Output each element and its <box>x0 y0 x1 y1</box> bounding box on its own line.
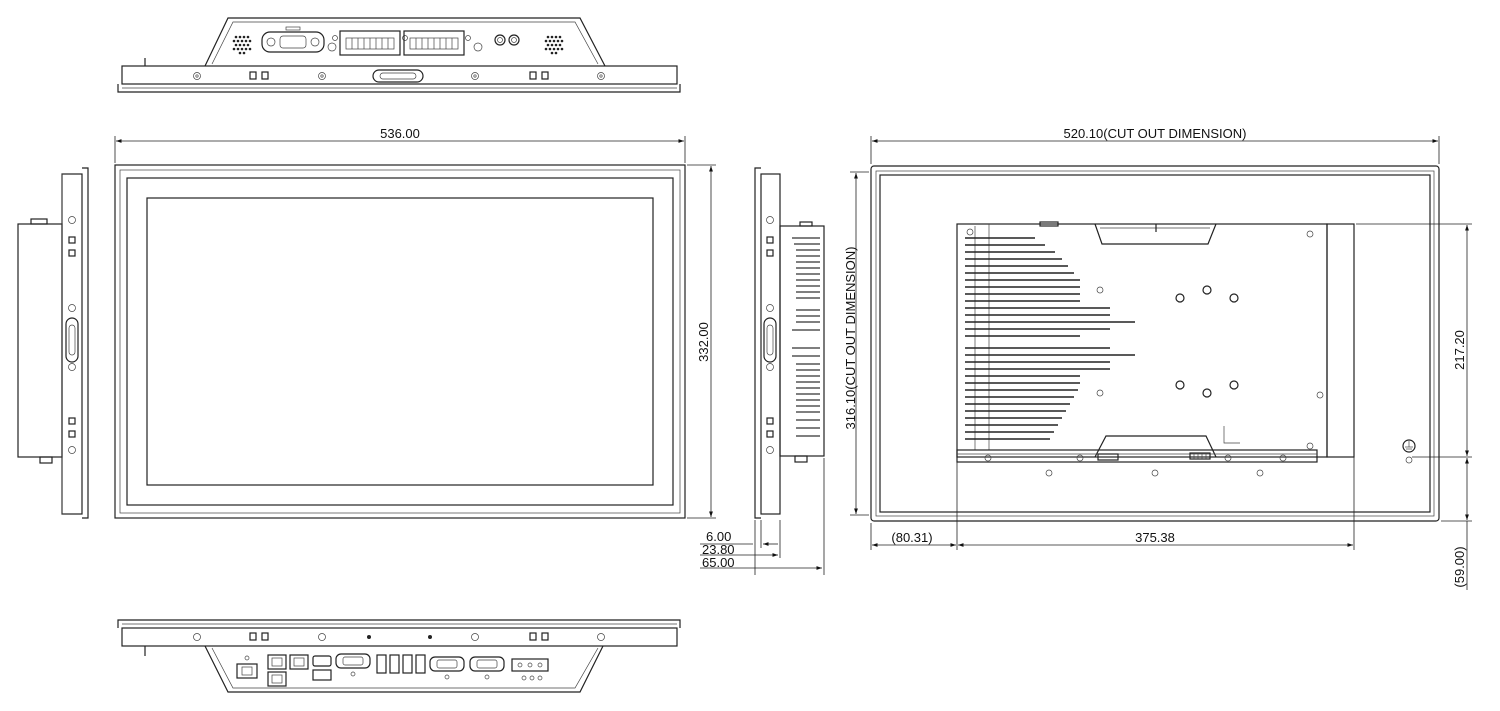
top-frame-screws <box>193 69 605 83</box>
bottom-com-port-1 <box>335 653 371 677</box>
bottom-view <box>117 619 681 693</box>
top-view <box>117 17 681 93</box>
dim-cutout-height-label: 316.10(CUT OUT DIMENSION) <box>843 246 858 429</box>
bottom-usb-ports <box>376 654 426 674</box>
left-side-screws <box>65 216 79 454</box>
dim-front-height-label: 332.00 <box>696 322 711 362</box>
bottom-com-port-2 <box>429 656 465 680</box>
rear-chassis <box>956 221 1355 463</box>
top-terminal-block-left <box>332 30 408 56</box>
dim-depth: 6.00 23.80 65.00 <box>700 458 825 575</box>
bottom-lan-ports <box>267 654 309 687</box>
dim-front-width: 536.00 <box>114 126 686 163</box>
bottom-dc-power-port <box>236 655 258 679</box>
right-side-view <box>754 167 825 519</box>
rear-panel <box>879 174 1431 513</box>
dim-depth-total-label: 65.00 <box>702 555 735 570</box>
dim-cutout-height: 316.10(CUT OUT DIMENSION) <box>843 171 869 516</box>
dim-cutout-width-label: 520.10(CUT OUT DIMENSION) <box>1063 126 1246 141</box>
bottom-io-bracket <box>204 645 604 693</box>
rear-heatsink-fins <box>965 237 1135 440</box>
bottom-com-port-3 <box>469 656 505 680</box>
top-vent-left <box>232 35 252 55</box>
rear-vesa-holes <box>1175 285 1239 398</box>
bottom-frame <box>121 627 678 647</box>
top-frame <box>121 65 678 85</box>
dim-front-width-label: 536.00 <box>380 126 420 141</box>
front-bezel <box>114 164 686 519</box>
front-view <box>114 164 686 519</box>
top-io-bracket <box>204 17 606 67</box>
dim-vesa-offset-x-label: (80.31) <box>891 530 932 545</box>
dim-vesa-offset-y-label: (59.00) <box>1452 546 1467 587</box>
dim-depth-bezel-label: 6.00 <box>706 529 731 544</box>
dim-vesa-span-x-label: 375.38 <box>1135 530 1175 545</box>
left-side-view <box>17 167 89 519</box>
top-power-switch <box>494 34 520 46</box>
top-db9-connector <box>261 26 325 53</box>
front-active-area <box>146 197 654 486</box>
bottom-terminal-port <box>511 658 549 681</box>
dim-depth-chassis-label: 23.80 <box>702 542 735 557</box>
top-terminal-block-right <box>403 30 471 56</box>
dim-vesa-vertical: 217.20 (59.00) <box>1356 223 1472 590</box>
bottom-hdmi-dp-ports <box>312 655 332 681</box>
bottom-frame-screws <box>193 632 605 641</box>
top-vent-right <box>544 35 564 55</box>
dim-cutout-width: 520.10(CUT OUT DIMENSION) <box>870 126 1440 164</box>
right-side-fins <box>792 237 820 437</box>
dim-vesa-horizontal: (80.31) 375.38 <box>870 457 1355 550</box>
ground-icon <box>1402 439 1416 464</box>
rear-view <box>870 165 1440 522</box>
dim-front-height: 332.00 <box>687 164 716 519</box>
dim-vesa-height-label: 217.20 <box>1452 330 1467 370</box>
right-side-screws <box>763 216 777 454</box>
front-glass <box>126 177 674 506</box>
rear-panel-screws <box>1045 469 1264 477</box>
